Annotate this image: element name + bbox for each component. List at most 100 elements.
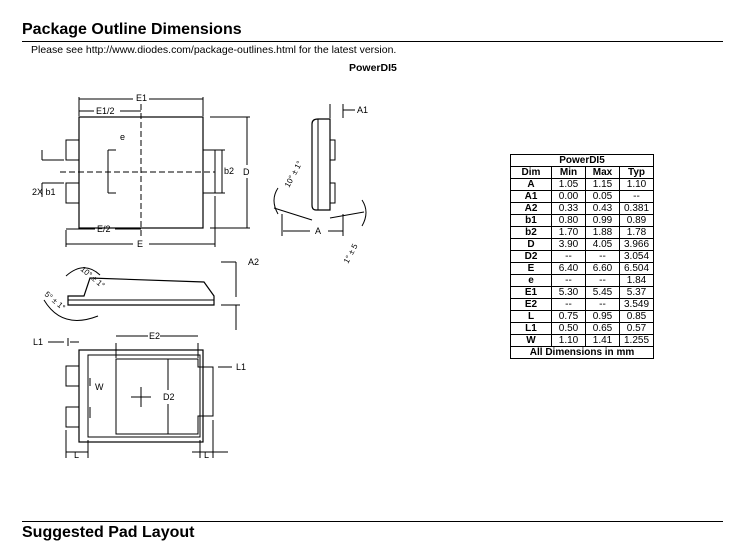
cell-dim: D bbox=[510, 238, 552, 251]
header-max: Max bbox=[585, 166, 620, 179]
cell-dim: A2 bbox=[510, 202, 552, 215]
cell-dim: W bbox=[510, 334, 552, 347]
label-L-right: L bbox=[204, 450, 209, 460]
cell-typ: 1.255 bbox=[619, 334, 654, 347]
cell-min: 0.80 bbox=[551, 214, 586, 227]
cell-min: -- bbox=[551, 274, 586, 287]
cell-typ: 3.549 bbox=[619, 298, 654, 311]
cell-max: 1.15 bbox=[585, 178, 620, 191]
cell-min: -- bbox=[551, 250, 586, 263]
table-row: e----1.84 bbox=[510, 274, 654, 287]
cell-typ: 6.504 bbox=[619, 262, 654, 275]
cell-min: 1.10 bbox=[551, 334, 586, 347]
cell-typ: 0.89 bbox=[619, 214, 654, 227]
cell-min: 3.90 bbox=[551, 238, 586, 251]
table-title: PowerDI5 bbox=[510, 154, 654, 167]
label-angle-profile-2: 5° ± 1° bbox=[43, 290, 67, 312]
table-row: D2----3.054 bbox=[510, 250, 654, 263]
label-L1-left: L1 bbox=[33, 337, 43, 347]
section-title-suggested-pad-layout: Suggested Pad Layout bbox=[22, 521, 723, 544]
cell-max: 5.45 bbox=[585, 286, 620, 299]
cell-dim: E bbox=[510, 262, 552, 275]
label-E1-half: E1/2 bbox=[96, 106, 115, 116]
cell-min: 6.40 bbox=[551, 262, 586, 275]
cell-typ: 5.37 bbox=[619, 286, 654, 299]
cell-min: 0.00 bbox=[551, 190, 586, 203]
package-name: PowerDI5 bbox=[349, 62, 397, 74]
cell-max: -- bbox=[585, 250, 620, 263]
label-W: W bbox=[95, 382, 104, 392]
cell-min: 0.50 bbox=[551, 322, 586, 335]
cell-dim: A bbox=[510, 178, 552, 191]
bottom-view-drawing bbox=[48, 335, 232, 458]
label-A1: A1 bbox=[357, 105, 368, 115]
label-angle-side: 1° ± 5 bbox=[342, 242, 360, 265]
cell-dim: b2 bbox=[510, 226, 552, 239]
cell-min: 1.70 bbox=[551, 226, 586, 239]
cell-typ: 3.966 bbox=[619, 238, 654, 251]
label-L-left: L bbox=[74, 450, 79, 460]
cell-max: 0.99 bbox=[585, 214, 620, 227]
cell-typ: 0.85 bbox=[619, 310, 654, 323]
section-title-package-outline: Package Outline Dimensions bbox=[22, 20, 723, 42]
cell-typ: 1.78 bbox=[619, 226, 654, 239]
cell-typ: 3.054 bbox=[619, 250, 654, 263]
label-L1-right: L1 bbox=[236, 362, 246, 372]
label-E-half: E/2 bbox=[97, 224, 111, 234]
cell-dim: E1 bbox=[510, 286, 552, 299]
cell-max: -- bbox=[585, 274, 620, 287]
latest-version-note: Please see http://www.diodes.com/package… bbox=[31, 44, 397, 56]
label-e: e bbox=[120, 132, 125, 142]
top-view-drawing bbox=[41, 97, 250, 247]
label-A: A bbox=[315, 226, 321, 236]
cell-typ: 0.381 bbox=[619, 202, 654, 215]
cell-min: 5.30 bbox=[551, 286, 586, 299]
label-E2: E2 bbox=[149, 331, 160, 341]
label-angle-top: 10° ± 1° bbox=[283, 159, 304, 188]
label-A2: A2 bbox=[248, 257, 259, 267]
label-angle-profile-1: 10° ± 1° bbox=[79, 265, 107, 290]
header-typ: Typ bbox=[619, 166, 654, 179]
label-E: E bbox=[137, 239, 143, 249]
profile-view-drawing bbox=[43, 261, 240, 330]
label-D2: D2 bbox=[163, 392, 175, 402]
cell-max: 0.95 bbox=[585, 310, 620, 323]
cell-max: 4.05 bbox=[585, 238, 620, 251]
side-view-drawing bbox=[273, 104, 367, 236]
header-min: Min bbox=[551, 166, 586, 179]
header-dim: Dim bbox=[510, 166, 552, 179]
cell-min: 0.75 bbox=[551, 310, 586, 323]
cell-typ: 1.84 bbox=[619, 274, 654, 287]
cell-typ: -- bbox=[619, 190, 654, 203]
cell-dim: A1 bbox=[510, 190, 552, 203]
table-row: E2----3.549 bbox=[510, 298, 654, 311]
cell-dim: E2 bbox=[510, 298, 552, 311]
cell-dim: L1 bbox=[510, 322, 552, 335]
cell-min: -- bbox=[551, 298, 586, 311]
cell-max: 1.41 bbox=[585, 334, 620, 347]
cell-max: 0.65 bbox=[585, 322, 620, 335]
table-footer: All Dimensions in mm bbox=[510, 346, 654, 359]
cell-dim: D2 bbox=[510, 250, 552, 263]
cell-dim: e bbox=[510, 274, 552, 287]
label-D: D bbox=[243, 167, 250, 177]
cell-typ: 0.57 bbox=[619, 322, 654, 335]
cell-dim: b1 bbox=[510, 214, 552, 227]
label-b2: b2 bbox=[224, 166, 234, 176]
cell-max: -- bbox=[585, 298, 620, 311]
label-2x-b1: 2X b1 bbox=[32, 187, 56, 197]
